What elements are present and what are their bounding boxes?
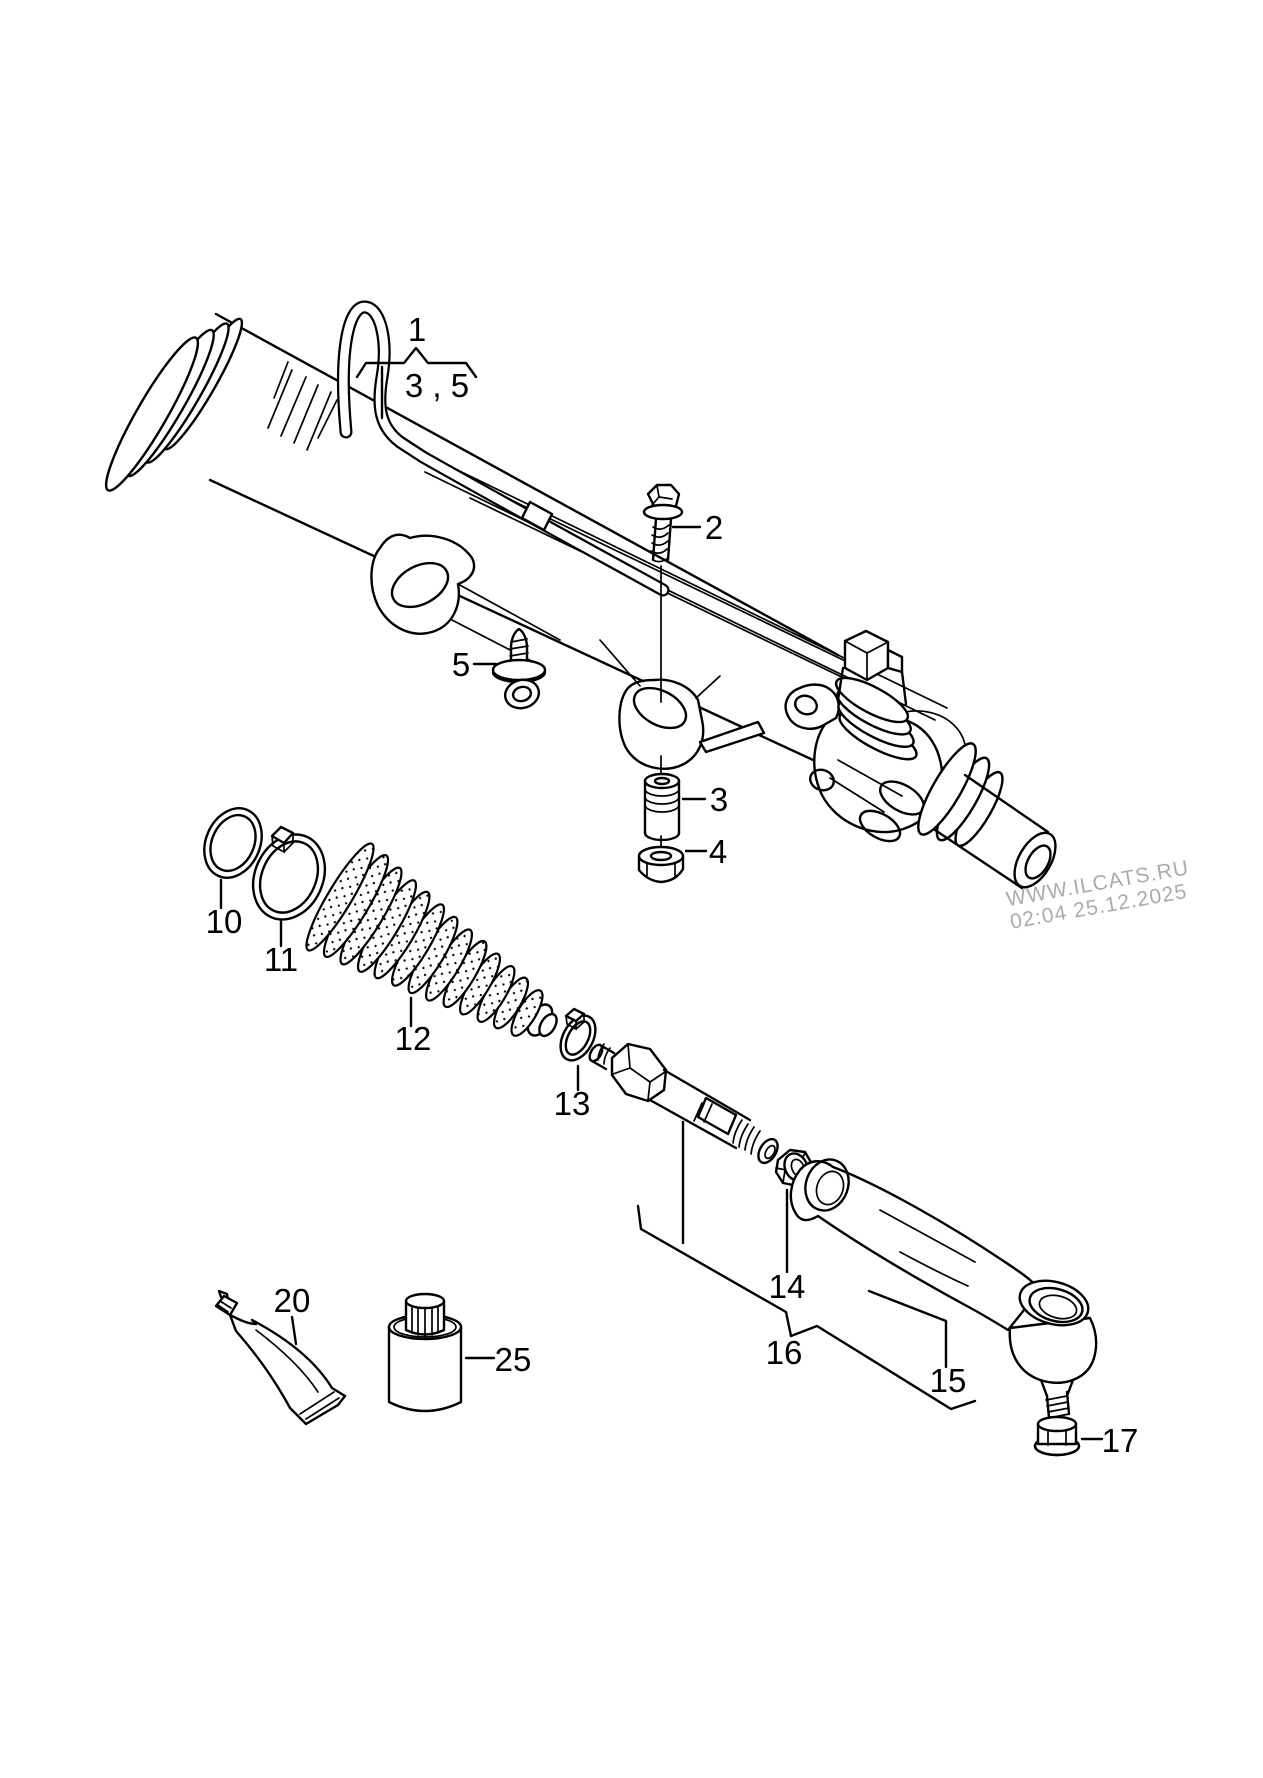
tie-rod-end: 15 <box>789 1158 1098 1433</box>
callout-4[interactable]: 4 <box>709 833 727 870</box>
inner-tie-rod <box>588 1042 779 1245</box>
pipe-clamp-block <box>520 500 554 532</box>
callout-5[interactable]: 5 <box>452 646 470 683</box>
can-cap <box>404 1292 446 1337</box>
stud-nut: 17 <box>1033 1415 1139 1459</box>
hydraulic-pipe-loop <box>336 300 670 597</box>
callout-3[interactable]: 3 <box>710 781 728 818</box>
callout-11[interactable]: 11 <box>264 941 298 978</box>
input-shaft <box>836 629 908 706</box>
callout-group-16: 16 <box>636 1204 977 1411</box>
callout-13[interactable]: 13 <box>554 1085 591 1122</box>
callout-15[interactable]: 15 <box>930 1362 967 1399</box>
mounting-bolt: 2 <box>642 483 723 777</box>
callout-25[interactable]: 25 <box>495 1341 532 1378</box>
boot-clamp-small: 13 <box>554 1007 597 1122</box>
center-mounting-lug <box>599 639 766 770</box>
callout-10[interactable]: 10 <box>206 903 243 940</box>
rubber-bushing: 3 <box>643 772 728 842</box>
expansion-clip: 5 <box>452 627 547 710</box>
boot-clamp-large: 11 <box>251 825 327 978</box>
hydraulic-oil-can: 25 <box>387 1292 532 1413</box>
callout-group-1: 1 3 , 5 <box>355 311 478 420</box>
callout-20[interactable]: 20 <box>274 1282 311 1319</box>
pinion-valve-housing <box>784 629 967 843</box>
callout-3-5[interactable]: 3 , 5 <box>405 367 469 404</box>
callout-16[interactable]: 16 <box>766 1334 803 1371</box>
leader-15 <box>867 1289 948 1369</box>
steering-boot: 12 <box>305 842 558 1057</box>
left-mounting-boss <box>370 533 561 669</box>
leader-20 <box>290 1315 298 1346</box>
callout-2[interactable]: 2 <box>705 509 723 546</box>
bushing-nut: 4 <box>637 833 727 884</box>
callout-12[interactable]: 12 <box>395 1020 432 1057</box>
callout-17[interactable]: 17 <box>1102 1422 1139 1459</box>
rack-shaft-end <box>933 773 1057 890</box>
bracket-1 <box>355 346 478 379</box>
callout-14[interactable]: 14 <box>769 1268 806 1305</box>
bracket-16 <box>636 1204 977 1411</box>
o-ring: 10 <box>203 807 263 940</box>
grease-tube: 20 <box>214 1282 347 1426</box>
callout-1[interactable]: 1 <box>408 311 426 348</box>
collar-hatching <box>267 361 338 451</box>
